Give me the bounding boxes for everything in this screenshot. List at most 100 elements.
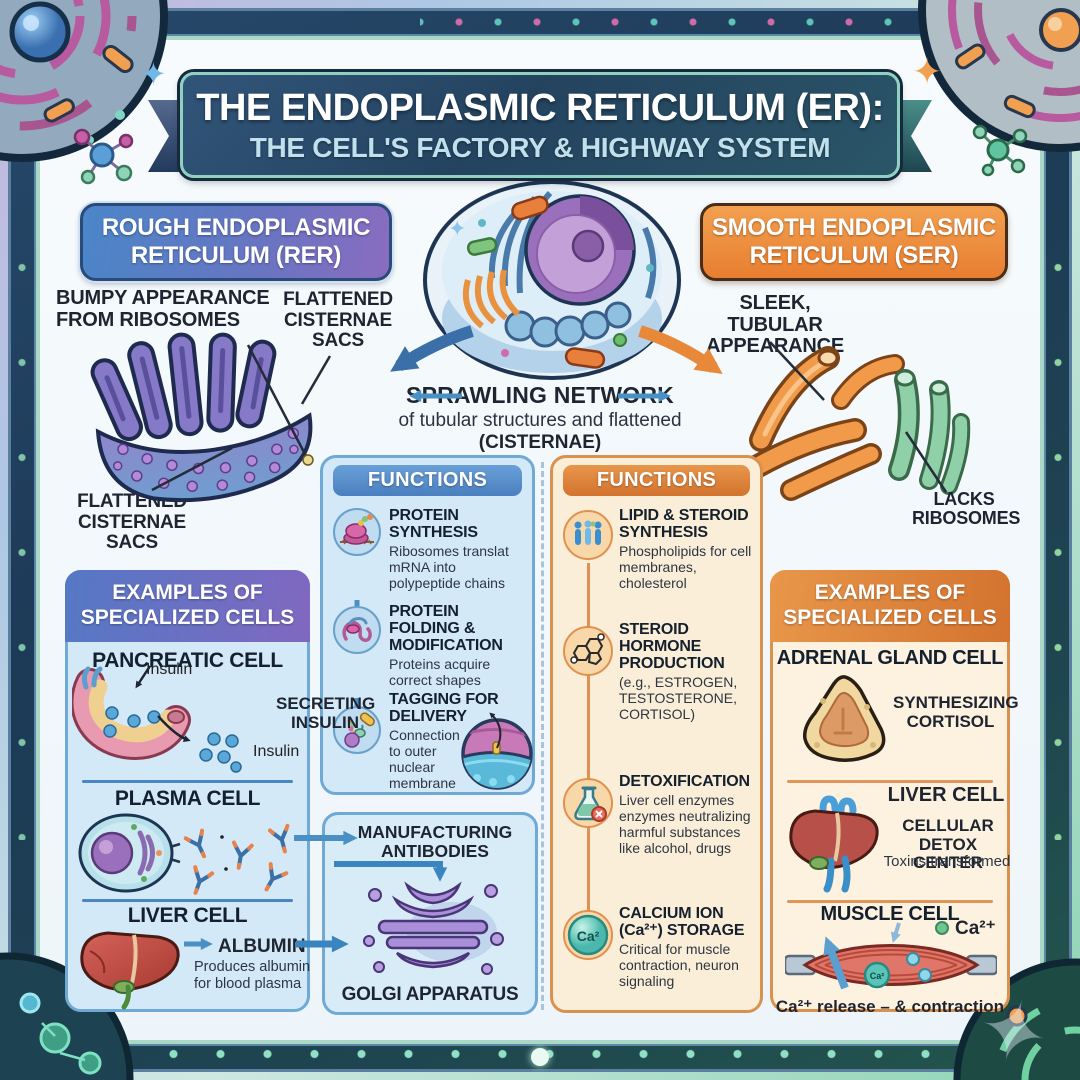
- liver-cell-title: LIVER CELL: [887, 784, 1005, 806]
- ser-fn4-title: CALCIUM ION (Ca²⁺) STORAGE: [619, 905, 745, 939]
- rer-examples-header-line2: SPECIALIZED CELLS: [80, 606, 295, 629]
- rer-fn1-title: PROTEIN SYNTHESIS: [389, 507, 478, 541]
- network-line3: (CISTERNAE): [478, 432, 602, 453]
- ser-fn3-desc: Liver cell enzymes enzymes neutralizing …: [619, 791, 751, 856]
- svg-text:Ca²: Ca²: [870, 971, 885, 981]
- rer-fn3-desc: Connection to outer nuclear membrane: [389, 726, 460, 791]
- right-dots-decor: [1051, 220, 1065, 840]
- folded-protein-icon: [333, 606, 381, 654]
- liver-illustration: [789, 795, 879, 893]
- golgi-illustration: [363, 881, 504, 975]
- sprawling-network-caption: SPRAWLING NETWORK of tubular structures …: [390, 382, 690, 454]
- phospholipid-icon: [563, 510, 613, 560]
- ser-functions-header: FUNCTIONS: [563, 465, 750, 496]
- rer-header-line1: ROUGH ENDOPLASMIC: [101, 214, 371, 242]
- left-dots-decor: [15, 220, 29, 840]
- cellular-detox-label: CELLULAR DETOX CENTER: [902, 816, 994, 873]
- adrenal-gland-illustration: [802, 675, 886, 762]
- section-divider: [787, 780, 993, 783]
- flattened-cisternae-bottom-label: FLATTENED CISTERNAE SACS: [77, 491, 187, 554]
- top-dots-decor: [420, 14, 900, 30]
- adrenal-gland-title: ADRENAL GLAND CELL: [776, 647, 1004, 669]
- sparkle-icon: ✦: [912, 51, 943, 92]
- title-banner: THE ENDOPLASMIC RETICULUM (ER): THE CELL…: [180, 72, 900, 178]
- pancreas-illustration: [72, 666, 191, 760]
- rer-functions-box: FUNCTIONS PROTEIN SYNTHESIS Ribosomes tr…: [320, 455, 535, 795]
- ser-fn4-desc: Critical for muscle contraction, neuron …: [619, 940, 739, 989]
- cell-illustration: [423, 180, 681, 380]
- flask-icon: [563, 778, 613, 828]
- muscle-ca-label: Ca²⁺: [955, 918, 996, 939]
- svg-text:Ca²: Ca²: [577, 928, 600, 944]
- synthesizing-cortisol-label: SYNTHESIZING CORTISOL: [893, 693, 1019, 732]
- muscle-illustration: Ca²: [785, 944, 997, 989]
- ribosome-icon: [333, 508, 381, 556]
- bottom-left-cell-decor: [0, 952, 134, 1080]
- top-right-cell-decor: [918, 0, 1080, 152]
- calcium-icon: Ca²: [563, 910, 613, 960]
- ser-fn1-title: LIPID & STEROID SYNTHESIS: [619, 507, 749, 541]
- rer-function-item: PROTEIN FOLDING & MODIFICATION Proteins …: [389, 603, 531, 689]
- rer-fn1-desc: Ribosomes translat mRNA into polypeptide…: [389, 542, 509, 591]
- lacks-ribosomes-label: LACKS RIBOSOMES: [912, 489, 1021, 529]
- ser-function-item: DETOXIFICATION Liver cell enzymes enzyme…: [619, 773, 759, 857]
- title-line2: THE CELL'S FACTORY & HIGHWAY SYSTEM: [249, 131, 831, 163]
- muscle-cell-title: MUSCLE CELL: [820, 903, 960, 925]
- section-divider: [82, 780, 293, 783]
- rer-function-item: TAGGING FOR DELIVERY Connection to outer…: [389, 691, 531, 792]
- ser-fn2-desc: (e.g., ESTROGEN, TESTOSTERONE, CORTISOL): [619, 673, 738, 722]
- insulin-dots: [190, 731, 246, 773]
- ser-function-item: CALCIUM ION (Ca²⁺) STORAGE Critical for …: [619, 905, 759, 990]
- rer-fn3-title: TAGGING FOR DELIVERY: [389, 691, 499, 725]
- title-line1: THE ENDOPLASMIC RETICULUM (ER):: [196, 86, 884, 129]
- ser-examples-header-line2: SPECIALIZED CELLS: [783, 606, 997, 629]
- muscle-caption: Ca²⁺ release – & contraction: [775, 997, 1005, 1016]
- liver-cell-title: LIVER CELL: [127, 904, 248, 927]
- top-left-cell-decor: [0, 0, 168, 162]
- rer-examples-header-line1: EXAMPLES OF: [112, 581, 263, 605]
- sparkle-icon: ✦: [448, 216, 467, 241]
- ser-functions-box: FUNCTIONS LIPID & STEROID SYNTHESIS Phos…: [550, 455, 763, 1013]
- rer-functions-header: FUNCTIONS: [333, 465, 522, 496]
- molecule-icon: [972, 124, 1028, 177]
- ser-examples-header: EXAMPLES OF SPECIALIZED CELLS: [770, 570, 1010, 642]
- rer-examples-box: EXAMPLES OF SPECIALIZED CELLS PANCREATIC…: [65, 570, 375, 1012]
- rer-illustration: [90, 332, 313, 503]
- ser-header: SMOOTH ENDOPLASMIC RETICULUM (SER): [700, 203, 1008, 281]
- center-divider: [541, 462, 544, 1010]
- section-divider: [787, 900, 993, 903]
- steroid-molecule-icon: [563, 626, 613, 676]
- toxins-transformed-label: Toxins transformed: [883, 853, 1011, 870]
- secreting-insulin-label: SECRETING INSULIN: [276, 694, 376, 732]
- molecule-icon: [73, 128, 134, 185]
- liver-illustration: [80, 931, 180, 1010]
- golgi-apparatus-label: GOLGI APPARATUS: [341, 984, 519, 1005]
- rer-fn2-title: PROTEIN FOLDING & MODIFICATION: [389, 603, 503, 654]
- calcium-dot: [935, 921, 949, 935]
- rer-header: ROUGH ENDOPLASMIC RETICULUM (RER): [80, 203, 392, 281]
- ser-connector-line: [587, 563, 590, 923]
- plasma-cell-title: PLASMA CELL: [114, 787, 261, 810]
- ser-function-item: STEROID HORMONE PRODUCTION (e.g., ESTROG…: [619, 621, 759, 723]
- network-title: SPRAWLING NETWORK: [406, 382, 674, 408]
- section-divider: [82, 899, 293, 902]
- insulin-bottom-label: Insulin: [253, 743, 300, 760]
- ser-header-line2: RETICULUM (SER): [749, 242, 959, 269]
- bottom-center-dot: [531, 1048, 549, 1066]
- ser-fn2-title: STEROID HORMONE PRODUCTION: [619, 621, 725, 672]
- albumin-desc: Produces albumin for blood plasma: [194, 959, 311, 992]
- ser-fn1-desc: Phospholipids for cell membranes, choles…: [619, 542, 752, 591]
- network-line2: of tubular structures and flattened: [398, 410, 682, 431]
- ser-function-item: LIPID & STEROID SYNTHESIS Phospholipids …: [619, 507, 759, 592]
- ser-examples-header-line1: EXAMPLES OF: [814, 581, 966, 605]
- ser-illustration: [739, 346, 971, 501]
- plasma-cell-illustration: [78, 813, 290, 895]
- albumin-label: ALBUMIN: [218, 936, 306, 957]
- bumpy-appearance-label: BUMPY APPEARANCE FROM RIBOSOMES: [56, 287, 270, 331]
- rer-function-item: PROTEIN SYNTHESIS Ribosomes translat mRN…: [389, 507, 531, 592]
- bottom-right-cell-decor: [953, 958, 1080, 1080]
- ser-header-line1: SMOOTH ENDOPLASMIC: [712, 214, 996, 242]
- nuclear-membrane-inset: [461, 718, 533, 790]
- ser-examples-box: EXAMPLES OF SPECIALIZED CELLS ADRENAL GL…: [770, 570, 1019, 1016]
